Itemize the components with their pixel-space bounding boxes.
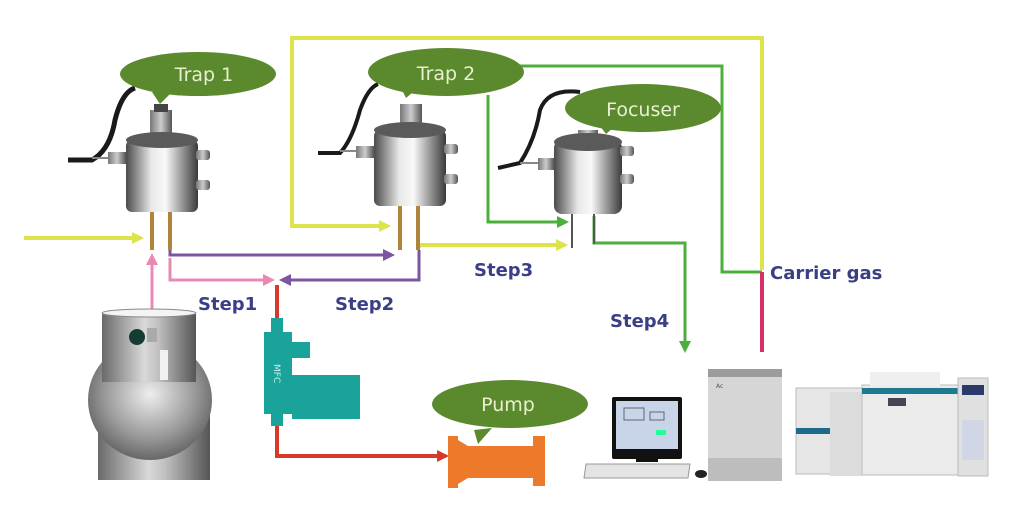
focuser-cable (497, 89, 581, 170)
pink-step1-line (168, 258, 275, 286)
trap1-device: Trap 1 (68, 52, 276, 250)
trap1-cable (68, 85, 136, 163)
trap1-bubble (120, 52, 276, 96)
pump-label: Pump (481, 394, 535, 416)
pump-device: Pump (432, 380, 588, 488)
focuser-bubble (565, 84, 721, 132)
focuser-device: Focuser (497, 84, 721, 248)
step4-label: Step4 (610, 311, 669, 332)
trap2-cable (318, 82, 379, 155)
mouse (695, 470, 707, 478)
red-mfc-to-pump-line (275, 425, 449, 462)
trap2-label: Trap 2 (416, 63, 475, 85)
pump-bubble (432, 380, 588, 428)
step2-label: Step2 (335, 294, 394, 315)
step1-label: Step1 (198, 294, 257, 315)
trap2-bubble (368, 48, 524, 96)
sample-tank (88, 308, 212, 480)
gc-ms-instrument (795, 372, 989, 477)
svg-text:Ac: Ac (716, 383, 723, 390)
monitor-screen (616, 401, 678, 449)
trap2-device: Trap 2 (318, 48, 524, 250)
step3-label: Step3 (474, 260, 533, 281)
focuser-label: Focuser (606, 99, 680, 121)
yellow-step3-line (417, 239, 568, 251)
purple-step2-upper-line (168, 249, 395, 261)
purple-step2-return-line (279, 250, 421, 286)
carrier-gas-label: Carrier gas (770, 263, 882, 284)
mfc-label: MFC (271, 364, 281, 383)
green-carrier-line (490, 64, 762, 274)
thermal-desorber-unit: Ac (708, 369, 782, 481)
yellow-carrier-loop-line (290, 36, 764, 270)
trap1-label: Trap 1 (174, 64, 233, 86)
tank-valve (129, 329, 145, 345)
mfc-device: MFC (264, 318, 360, 426)
green-focuser-inlet-line (486, 95, 569, 228)
computer-workstation (583, 397, 707, 479)
keyboard (583, 463, 691, 479)
